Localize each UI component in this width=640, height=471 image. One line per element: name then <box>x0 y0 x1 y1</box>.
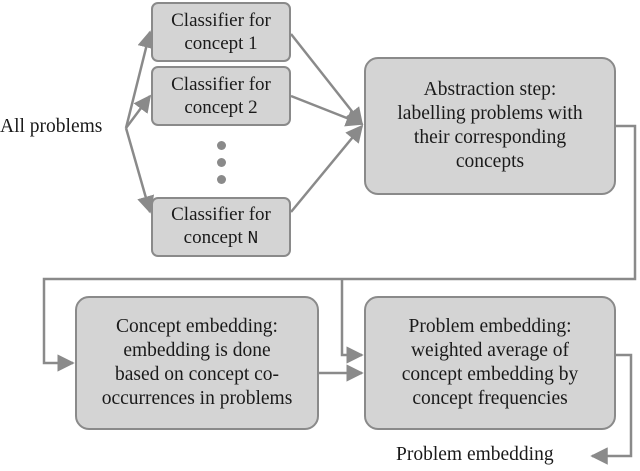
arrow-classifier-1-to-abstraction <box>290 33 364 126</box>
classifier-1-line2: concept 1 <box>184 33 258 54</box>
arrow-input-to-classifier-n <box>124 127 155 214</box>
input-label: All problems <box>0 116 103 137</box>
classifier-box-1: Classifier for concept 1 <box>151 2 291 62</box>
classifier-2-line2: concept 2 <box>184 97 258 118</box>
problem-embedding-line2: weighted average of <box>410 340 570 362</box>
abstraction-step-box: Abstraction step: labelling problems wit… <box>364 57 616 195</box>
concept-embedding-line2: embedding is done <box>123 340 271 362</box>
abstraction-line1: Abstraction step: <box>423 79 557 101</box>
abstraction-line3: their corresponding <box>413 127 567 148</box>
ellipsis-dot-3 <box>217 175 226 184</box>
concept-embedding-line1: Concept embedding: <box>116 316 278 338</box>
output-label: Problem embedding <box>396 444 554 465</box>
abstraction-line4: concepts <box>455 150 525 172</box>
wire-abstraction-output <box>42 124 637 372</box>
problem-embedding-line4: concept frequencies <box>412 387 568 409</box>
wire-problem-output <box>590 353 633 465</box>
classifier-1-line1: Classifier for <box>171 9 271 31</box>
ellipsis-dot-1 <box>217 141 226 150</box>
arrow-input-to-classifier-2 <box>125 94 152 129</box>
concept-n-symbol: N <box>247 229 259 250</box>
wire-to-problem-embedding <box>340 279 364 364</box>
arrow-input-to-classifier-1 <box>124 30 155 129</box>
problem-embedding-line1: Problem embedding: <box>408 316 572 338</box>
ellipsis-dot-2 <box>217 158 226 167</box>
concept-embedding-line3: based on concept co- <box>114 364 280 385</box>
classifier-box-n: Classifier for concept N <box>151 197 291 257</box>
classifier-n-line1: Classifier for <box>171 203 271 225</box>
problem-embedding-box: Problem embedding: weighted average of c… <box>364 296 616 430</box>
concept-embedding-line4: occurrences in problems <box>101 387 293 409</box>
classifier-box-2: Classifier for concept 2 <box>151 66 291 126</box>
problem-embedding-line3: concept embedding by <box>401 364 579 385</box>
concept-embedding-box: Concept embedding: embedding is done bas… <box>75 296 319 430</box>
arrow-classifier-n-to-abstraction <box>290 124 364 213</box>
abstraction-line2: labelling problems with <box>397 103 583 125</box>
classifier-n-line2: concept N <box>183 227 259 250</box>
arrow-classifier-2-to-abstraction <box>290 94 364 127</box>
classifier-2-line1: Classifier for <box>171 73 271 95</box>
